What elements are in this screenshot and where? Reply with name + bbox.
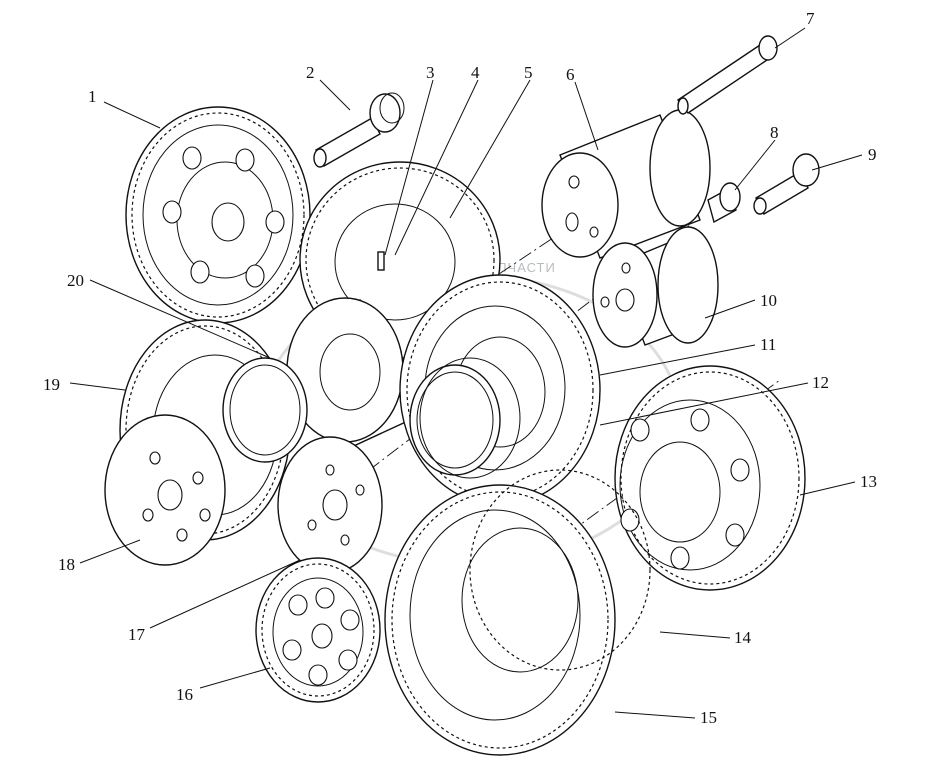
part-15-gear [384,484,616,756]
label-2: 2 [306,63,315,82]
label-6: 6 [566,65,575,84]
part-17-flange [277,436,383,574]
label-17: 17 [128,625,146,644]
leader-lines [69,27,863,719]
label-3: 3 [426,63,435,82]
label-7: 7 [806,9,815,28]
part-7-pin [676,35,778,115]
label-16: 16 [176,685,193,704]
label-12: 12 [812,373,829,392]
label-19: 19 [43,375,60,394]
label-15: 15 [700,708,717,727]
part-20-sleeve [222,357,308,463]
part-8-bolt [707,182,741,224]
callout-labels: 1 2 3 4 5 6 7 8 9 10 11 12 13 14 15 16 1… [43,9,877,727]
label-9: 9 [868,145,877,164]
part-1-gear [125,106,311,324]
label-13: 13 [860,472,877,491]
part-16-gear [255,557,381,703]
part-14-gear [469,469,651,671]
part-10-hub [592,226,719,348]
label-11: 11 [760,335,776,354]
part-6-hub [541,109,711,259]
part-12-ring [419,357,521,479]
part-2-bolt [313,92,405,168]
label-10: 10 [760,291,777,310]
label-14: 14 [734,628,752,647]
label-4: 4 [471,63,480,82]
part-18-flange [104,414,226,566]
part-11-ring [409,364,501,476]
label-18: 18 [58,555,75,574]
label-20: 20 [67,271,84,290]
part-9-bolt [753,153,820,215]
label-8: 8 [770,123,779,142]
part-4-pin [377,251,385,271]
label-1: 1 [88,87,97,106]
part-13-gear [614,365,806,591]
part-20-hub [286,297,411,451]
label-5: 5 [524,63,533,82]
